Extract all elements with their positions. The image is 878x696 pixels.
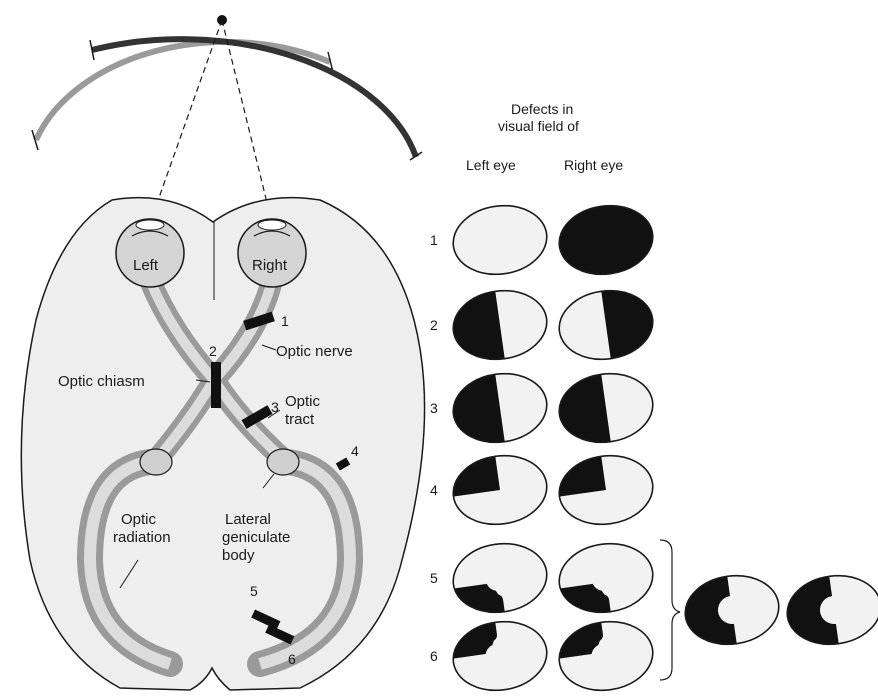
optic-tract-label-1: Optic xyxy=(285,393,321,410)
left-eye-field-row-1-outline xyxy=(452,204,548,276)
lesion-number-6: 6 xyxy=(288,651,296,667)
pathway-labels: Left Right Optic nerve Optic chiasm Opti… xyxy=(58,257,359,667)
optic-tract-label-2: tract xyxy=(285,411,315,428)
left-gaze-line xyxy=(149,19,223,224)
combined-left-eye-field xyxy=(680,570,780,651)
lesion-bar-6 xyxy=(265,624,295,645)
row-number: 1 xyxy=(430,232,438,248)
left-eye-field-row-5 xyxy=(451,542,548,619)
combined-left-eye-field-outline xyxy=(684,574,780,646)
optic-chiasm-label: Optic chiasm xyxy=(58,373,145,390)
right-eye-field-row-1 xyxy=(554,199,658,281)
left-eye-field-row-2 xyxy=(448,285,548,366)
left-eye-field-row-1-bg xyxy=(453,205,547,275)
lgb-label-2: geniculate xyxy=(222,529,290,546)
left-eye-field-row-4-outline xyxy=(452,454,548,526)
left-eye-column-label: Left eye xyxy=(466,157,516,173)
lesion-number-5: 5 xyxy=(250,583,258,599)
lesion-number-1: 1 xyxy=(281,313,289,329)
lesion-bar-1 xyxy=(243,311,275,331)
defect-rows: 1 2 3 4 5 6 xyxy=(430,199,658,692)
right-eye-field-row-2-outline xyxy=(558,289,654,361)
left-eye-field-row-6 xyxy=(448,616,548,692)
right-eye-field-row-6-outline xyxy=(558,620,654,692)
lesion-bar-4 xyxy=(335,457,351,471)
eye-label-left: Left xyxy=(133,257,159,274)
right-eye-column-label: Right eye xyxy=(564,157,623,173)
lgb-label-3: body xyxy=(222,547,255,564)
row-number: 6 xyxy=(430,648,438,664)
visual-field-arcs xyxy=(31,15,423,224)
lesion-bar-5 xyxy=(251,609,281,630)
lesion-bar-2 xyxy=(211,362,221,408)
lesion-bar-3 xyxy=(241,405,273,429)
lgb-label-1: Lateral xyxy=(225,511,271,528)
right-eye-field-row-1-defect xyxy=(554,199,658,281)
left-eye-field-row-6-outline xyxy=(452,620,548,692)
right-eye-field-row-5-outline xyxy=(558,542,654,614)
optic-radiation-label-2: radiation xyxy=(113,529,171,546)
left-eye-field-row-4 xyxy=(448,450,548,526)
leader-lines xyxy=(119,344,281,589)
combined-right-eye-field xyxy=(782,570,878,651)
rows-5-6-bracket xyxy=(659,539,681,681)
right-lgb xyxy=(266,448,300,476)
optic-radiation-label-1: Optic xyxy=(121,511,157,528)
row-number: 5 xyxy=(430,570,438,586)
left-eye-field-row-3-outline xyxy=(452,372,548,444)
defects-header: Defects in visual field of Left eye Righ… xyxy=(466,101,623,173)
header-line-2: visual field of xyxy=(498,118,579,134)
light-field-arc xyxy=(33,38,332,142)
right-eye-field-row-1-outline xyxy=(558,204,654,276)
right-eye-field-row-3-outline xyxy=(558,372,654,444)
row-number: 2 xyxy=(430,317,438,333)
combined-right-eye-field-outline xyxy=(786,574,878,646)
right-eye-field-row-4 xyxy=(554,450,654,526)
brain xyxy=(20,196,426,691)
left-eye-field-row-2-outline xyxy=(452,289,548,361)
combined-fields xyxy=(680,570,878,651)
right-eye-field-row-2 xyxy=(558,284,658,365)
optic-pathway xyxy=(76,218,364,677)
lesion-number-3: 3 xyxy=(271,399,279,415)
left-lgb xyxy=(139,448,173,476)
row-number: 3 xyxy=(430,400,438,416)
right-gaze-line xyxy=(221,19,273,224)
lesion-number-4: 4 xyxy=(351,443,359,459)
eye-label-right: Right xyxy=(252,257,288,274)
header-line-1: Defects in xyxy=(511,101,573,117)
brain-outline xyxy=(20,196,426,691)
right-eye-field-row-4-outline xyxy=(558,454,654,526)
right-eye-field-row-5 xyxy=(557,542,654,619)
left-eye-field-row-5-outline xyxy=(452,542,548,614)
optic-nerve-label: Optic nerve xyxy=(276,343,353,360)
right-eye-field-row-3 xyxy=(554,368,654,449)
left-eye-field-row-3 xyxy=(448,368,548,449)
right-eye-field-row-6 xyxy=(554,616,654,692)
left-eye-field-row-1 xyxy=(452,204,548,276)
row-number: 4 xyxy=(430,482,438,498)
dark-field-arc xyxy=(91,36,419,158)
lesion-number-2: 2 xyxy=(209,343,217,359)
